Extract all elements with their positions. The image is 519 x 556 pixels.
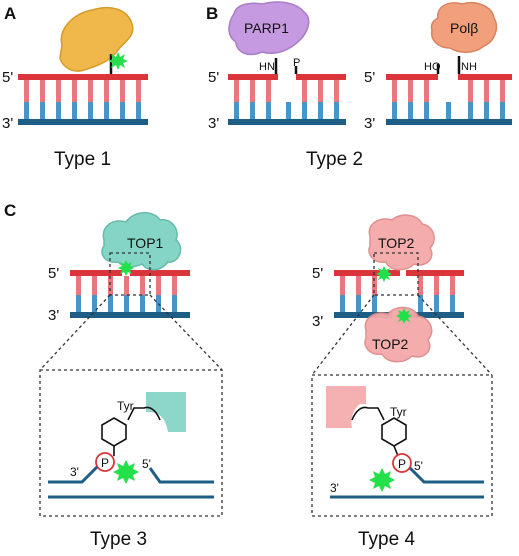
- top-strand-left: [228, 74, 278, 80]
- lesion-burst: [108, 52, 128, 70]
- zoom-line-right: [149, 294, 223, 371]
- top2-bottom-blob: [364, 306, 433, 363]
- zoom-box: [109, 252, 151, 296]
- bottom-strand: [386, 119, 512, 125]
- dna-duplex-type1: [18, 74, 148, 125]
- three-prime-label: 3': [70, 465, 79, 479]
- three-prime-label: 3': [2, 115, 13, 132]
- dna-duplex-type2-right: [386, 74, 512, 125]
- five-prime-label: 5': [208, 69, 219, 86]
- phosphate-label: P: [398, 457, 406, 471]
- rungs: [392, 80, 505, 119]
- top1-blob: [101, 212, 182, 271]
- dna-duplex-type3: [70, 270, 190, 318]
- top-strand: [18, 74, 148, 80]
- top1-label: TOP1: [127, 235, 164, 251]
- parp1-label: PARP1: [244, 20, 289, 36]
- type4-inset: [311, 374, 493, 517]
- five-prime-label: 5': [312, 265, 323, 282]
- hydroxyl-group-label: HO: [424, 61, 441, 73]
- panel-letter-c: C: [4, 201, 16, 220]
- lesion-burst: [396, 308, 412, 324]
- three-prime-label: 3': [330, 481, 339, 495]
- top-strand-left: [70, 270, 122, 276]
- top-strand-right: [130, 270, 190, 276]
- parp1-blob: [228, 1, 310, 56]
- zoom-box: [373, 252, 419, 296]
- phosphate-label: P: [101, 456, 109, 470]
- tyr-label: Tyr: [117, 399, 134, 413]
- panel-letter-a: A: [4, 4, 16, 23]
- type3-label: Type 3: [90, 529, 147, 550]
- rungs: [76, 276, 177, 312]
- five-prime-label: 5': [142, 457, 151, 471]
- five-prime-label: 5': [2, 69, 13, 86]
- five-prime-label: 5': [414, 459, 423, 473]
- top1-fragment: [146, 392, 186, 432]
- top-strand-right: [296, 74, 346, 80]
- three-prime-label: 3': [48, 307, 59, 324]
- tyrosine-ring: [101, 417, 127, 447]
- polb-label: Polβ: [450, 20, 478, 36]
- type1-label: Type 1: [54, 149, 111, 170]
- top-strand-left: [386, 74, 438, 80]
- top-strand-right: [458, 74, 512, 80]
- bottom-strand: [70, 312, 190, 318]
- top2-bottom-label: TOP2: [372, 336, 409, 352]
- top-strand-left: [334, 270, 400, 276]
- rungs: [234, 80, 339, 119]
- phosphate-circle: [392, 453, 412, 473]
- top-strand-right: [406, 270, 464, 276]
- lesion-burst: [118, 260, 134, 276]
- zoom-line-right: [417, 294, 493, 376]
- polb-blob: [430, 2, 498, 53]
- zoom-line-left: [39, 294, 111, 371]
- amine-group-label: HN: [259, 61, 275, 73]
- top2-fragment: [326, 386, 366, 428]
- phosphate-circle: [95, 452, 115, 472]
- tyrosine-ring: [381, 417, 407, 447]
- three-prime-label: 3': [208, 115, 219, 132]
- dna-duplex-type2-left: [228, 74, 346, 125]
- lesion-burst: [113, 460, 139, 484]
- bottom-strand-left: [334, 312, 392, 318]
- five-prime-label: 5': [364, 69, 375, 86]
- bottom-strand: [228, 119, 346, 125]
- bottom-strand: [18, 119, 148, 125]
- lesion-burst: [369, 468, 395, 492]
- rungs: [340, 276, 455, 312]
- rungs: [24, 80, 141, 119]
- phosphate-group-label: P: [293, 57, 300, 69]
- bulky-adduct-blob: [59, 6, 134, 72]
- type4-label: Type 4: [358, 529, 415, 550]
- bottom-strand-right: [398, 312, 464, 318]
- type3-chemistry: P Tyr 3' 5': [48, 392, 214, 499]
- five-prime-label: 5': [48, 265, 59, 282]
- three-prime-label: 3': [312, 313, 323, 330]
- zoom-line-left: [311, 294, 375, 376]
- type4-chemistry: P Tyr 5' 3': [326, 386, 484, 499]
- type3-inset: [39, 369, 223, 517]
- three-prime-label: 3': [364, 115, 375, 132]
- type2-label: Type 2: [306, 149, 363, 170]
- tyr-label: Tyr: [390, 405, 407, 419]
- top2-top-blob: [368, 214, 435, 271]
- lesion-burst: [376, 266, 392, 282]
- top2-top-label: TOP2: [378, 235, 415, 251]
- panel-letter-b: B: [206, 4, 218, 23]
- amine-group-label: NH: [461, 61, 477, 73]
